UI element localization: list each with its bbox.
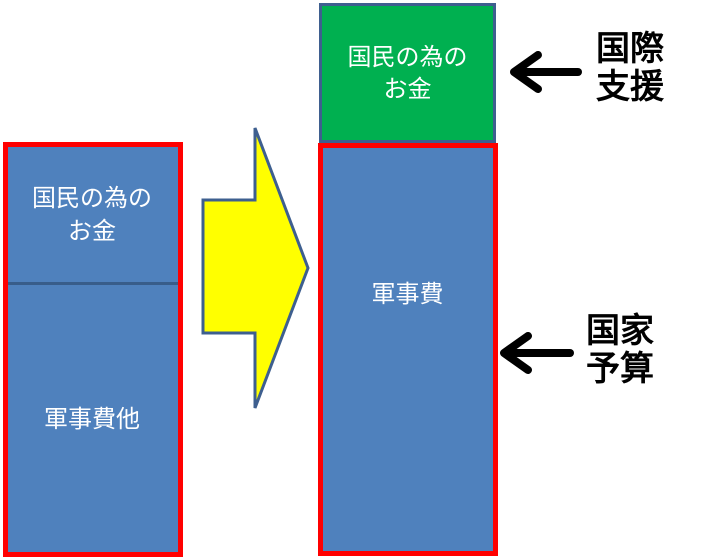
right-people-money-label: 国民の為の お金 [347, 42, 468, 103]
international-aid-block: 国民の為の お金 [319, 3, 496, 143]
national-budget-label: 国家 予算 [586, 311, 654, 390]
right-military-block: 軍事費 [321, 146, 494, 552]
left-military-block: 軍事費他 [6, 285, 178, 553]
international-aid-label: 国際 支援 [596, 29, 664, 108]
left-military-label: 軍事費他 [44, 404, 140, 433]
left-column-divider [6, 282, 178, 285]
left-people-money-block: 国民の為の お金 [6, 145, 178, 284]
left-people-money-label: 国民の為の お金 [32, 184, 152, 245]
right-military-label: 軍事費 [371, 279, 444, 308]
